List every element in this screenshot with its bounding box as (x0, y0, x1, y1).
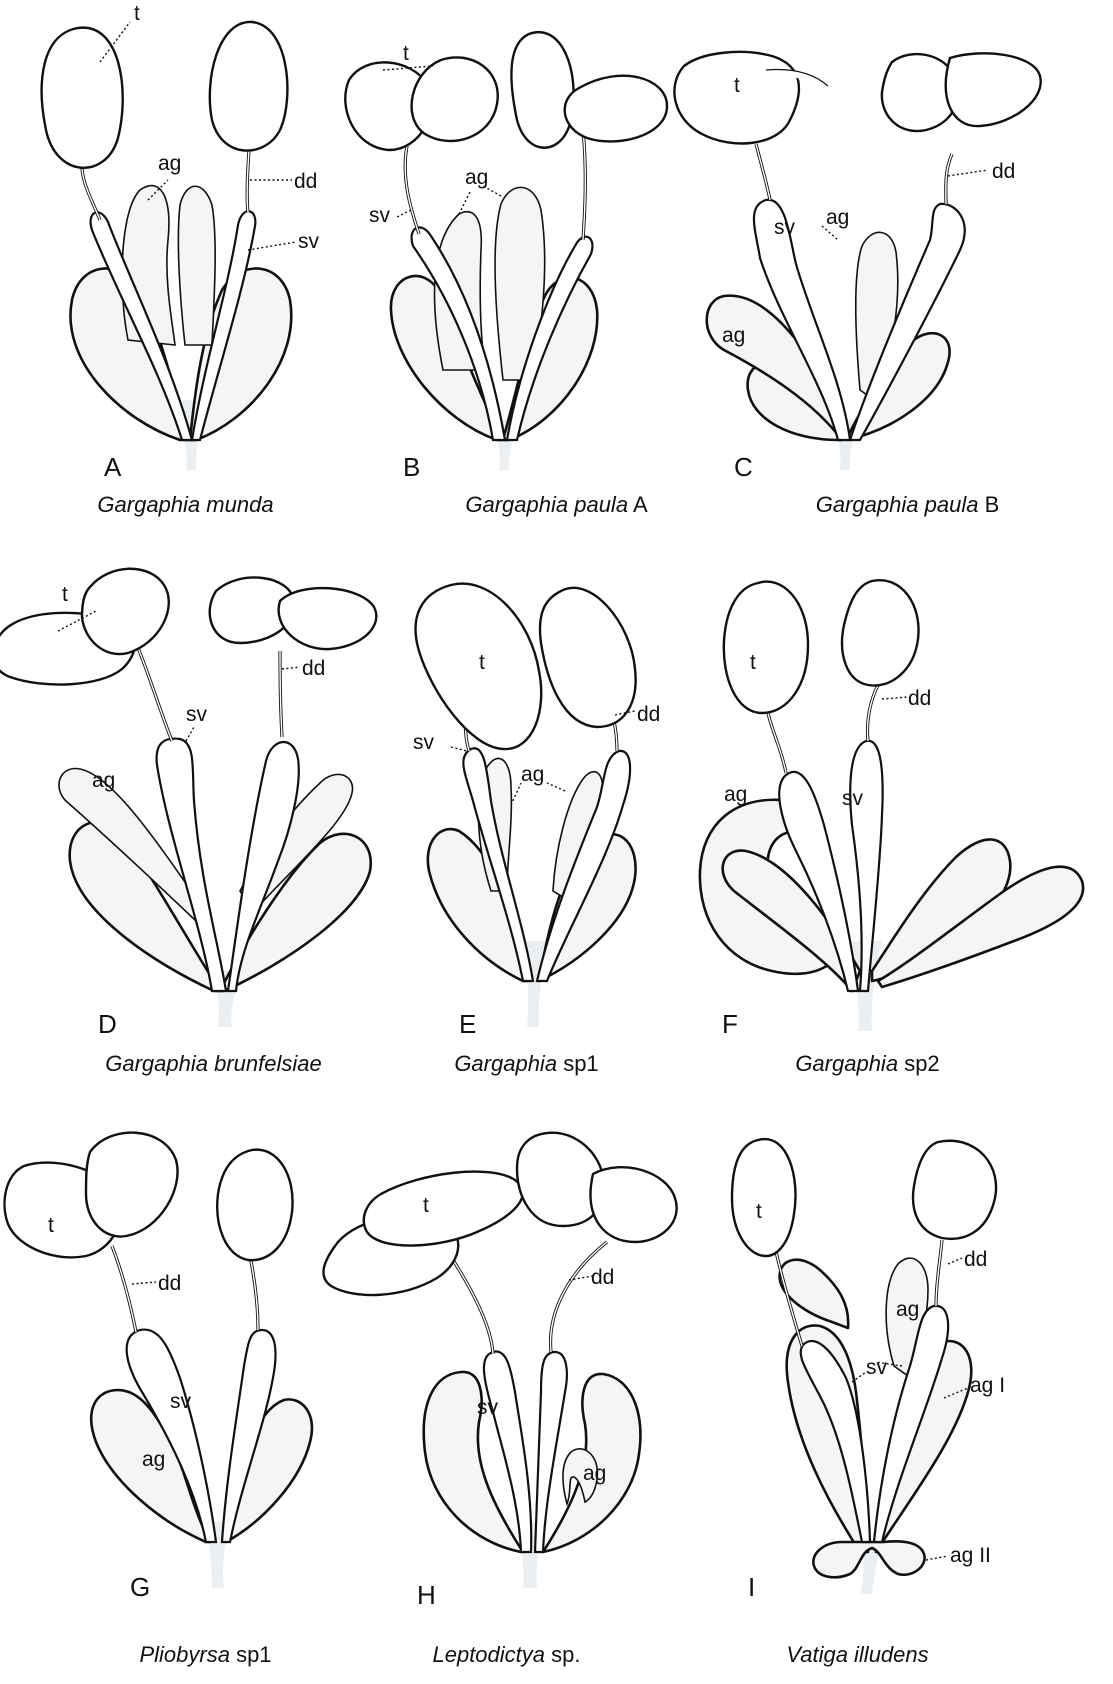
panel-a: t ag dd sv A Gargaphia munda (0, 0, 371, 561)
panel-letter: F (722, 1009, 738, 1039)
label-t: t (403, 42, 409, 65)
label-ag: ag (465, 166, 488, 189)
panel-i: t dd ag sv ag I ag II I Vatiga illudens (742, 1122, 1113, 1683)
label-ag: ag (158, 152, 181, 175)
panel-letter: I (748, 1572, 755, 1602)
label-ag-ii: ag II (950, 1544, 991, 1567)
panel-letter: A (104, 452, 122, 482)
label-dd: dd (908, 687, 931, 710)
label-ag: ag (583, 1462, 606, 1485)
diagram-f: t dd sv ag F (742, 561, 1113, 1122)
diagram-e: t dd sv ag E (371, 561, 742, 1122)
label-sv: sv (413, 731, 435, 754)
label-t: t (48, 1214, 54, 1237)
diagram-a: t ag dd sv A (0, 0, 371, 561)
label-sv: sv (186, 703, 208, 726)
label-t: t (756, 1200, 762, 1223)
caption: Gargaphia sp1 (341, 1051, 712, 1077)
caption: Leptodictya sp. (321, 1642, 692, 1668)
panel-g: t dd sv ag G Pliobyrsa sp1 (0, 1122, 371, 1683)
diagram-i: t dd ag sv ag I ag II I (742, 1122, 1113, 1683)
label-ag: ag (724, 783, 747, 806)
panel-f: t dd sv ag F Gargaphia sp2 (742, 561, 1113, 1122)
panel-letter: C (734, 452, 753, 482)
label-sv: sv (477, 1396, 499, 1419)
label-ag-2: ag (722, 324, 745, 347)
label-dd: dd (964, 1248, 987, 1271)
label-sv: sv (369, 204, 391, 227)
label-sv: sv (170, 1390, 192, 1413)
label-ag: ag (896, 1298, 919, 1321)
panel-e: t dd sv ag E Gargaphia sp1 (371, 561, 742, 1122)
label-dd: dd (302, 657, 325, 680)
label-ag: ag (521, 763, 544, 786)
panel-letter: B (403, 452, 420, 482)
label-t: t (134, 2, 140, 25)
label-ag: ag (142, 1448, 165, 1471)
panel-letter: H (417, 1580, 436, 1610)
label-sv: sv (866, 1356, 888, 1379)
label-ag: ag (826, 206, 849, 229)
label-sv: sv (298, 230, 320, 253)
diagram-d: t dd sv ag D (0, 561, 371, 1122)
caption: Gargaphia paula B (722, 492, 1093, 518)
label-dd: dd (591, 1266, 614, 1289)
panel-h: t dd sv ag H Leptodictya sp. (371, 1122, 742, 1683)
label-dd: dd (637, 703, 660, 726)
label-t: t (423, 1194, 429, 1217)
testis-right (210, 22, 288, 151)
caption: Gargaphia sp2 (682, 1051, 1053, 1077)
diagram-h: t dd sv ag H (371, 1122, 742, 1683)
panel-d: t dd sv ag D Gargaphia brunfelsiae (0, 561, 371, 1122)
label-dd: dd (294, 170, 317, 193)
caption: Gargaphia munda (0, 492, 371, 518)
label-dd: dd (992, 160, 1015, 183)
diagram-c: t dd sv ag ag C (742, 0, 1113, 561)
label-sv: sv (774, 216, 796, 239)
panel-letter: E (459, 1009, 476, 1039)
label-sv: sv (842, 787, 864, 810)
label-dd: dd (158, 1272, 181, 1295)
label-ag-i: ag I (970, 1374, 1005, 1397)
label-ag: ag (92, 769, 115, 792)
label-t: t (734, 74, 740, 97)
label-t: t (62, 583, 68, 606)
caption: Gargaphia paula A (371, 492, 742, 518)
testis-left (42, 28, 123, 168)
diagram-g: t dd sv ag G (0, 1122, 371, 1683)
panel-c: t dd sv ag ag C Gargaphia paula B (742, 0, 1113, 561)
label-t: t (750, 651, 756, 674)
accessory-gland-right (178, 186, 215, 345)
label-t: t (479, 651, 485, 674)
panel-letter: G (130, 1572, 150, 1602)
panel-letter: D (98, 1009, 117, 1039)
caption: Vatiga illudens (672, 1642, 1043, 1668)
